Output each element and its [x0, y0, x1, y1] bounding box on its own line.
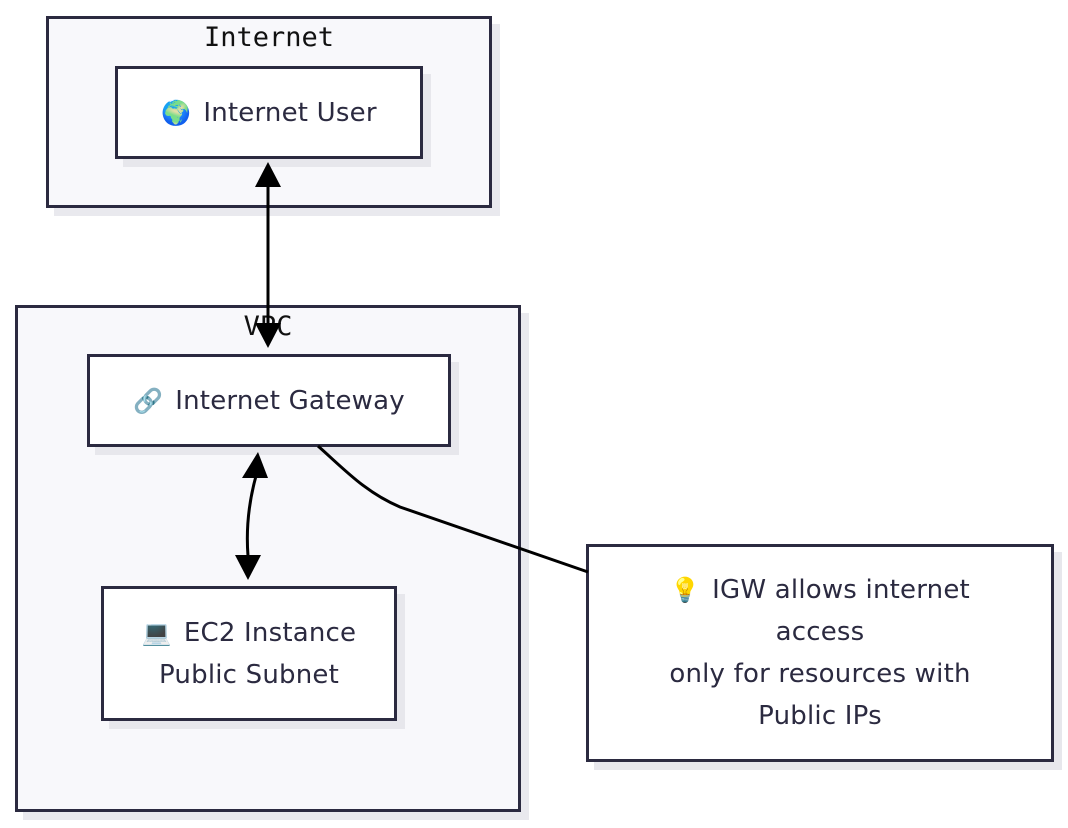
ec2-instance-label-line1: 💻 EC2 Instance [142, 612, 356, 654]
ec2-instance-node[interactable]: 💻 EC2 Instance Public Subnet [101, 586, 397, 721]
ec2-instance-label: EC2 Instance [183, 617, 357, 648]
note-text-4: Public IPs [758, 701, 882, 731]
note-text-1: IGW allows internet [712, 575, 970, 605]
edge-note-gateway [317, 444, 589, 574]
internet-gateway-label-line: 🔗 Internet Gateway [133, 380, 405, 422]
edge-gateway-ec2 [245, 475, 258, 557]
ec2-instance-subnet-label: Public Subnet [159, 659, 339, 690]
note-text-2: access [775, 617, 865, 647]
internet-user-label: Internet User [203, 97, 377, 128]
edge-gateway-ec2-arrow-bottom [235, 555, 261, 580]
internet-gateway-label: Internet Gateway [175, 385, 405, 416]
internet-cluster-title: Internet [203, 22, 335, 53]
igw-note-node[interactable]: 💡 IGW allows internet access only for res… [586, 544, 1054, 762]
lightbulb-icon: 💡 [670, 576, 701, 604]
note-line1: 💡 IGW allows internet [670, 569, 970, 611]
edge-user-gateway-arrow-top [255, 162, 281, 187]
note-text-3: only for resources with [669, 659, 971, 689]
internet-gateway-node[interactable]: 🔗 Internet Gateway [87, 354, 451, 447]
globe-icon: 🌍 [161, 98, 192, 127]
link-icon: 🔗 [133, 386, 164, 415]
edge-user-gateway-arrow-bottom [255, 323, 281, 348]
edge-gateway-ec2-arrow-top [242, 452, 268, 478]
internet-user-node[interactable]: 🌍 Internet User [115, 66, 423, 159]
laptop-icon: 💻 [141, 618, 172, 647]
internet-user-label-line: 🌍 Internet User [161, 92, 376, 134]
